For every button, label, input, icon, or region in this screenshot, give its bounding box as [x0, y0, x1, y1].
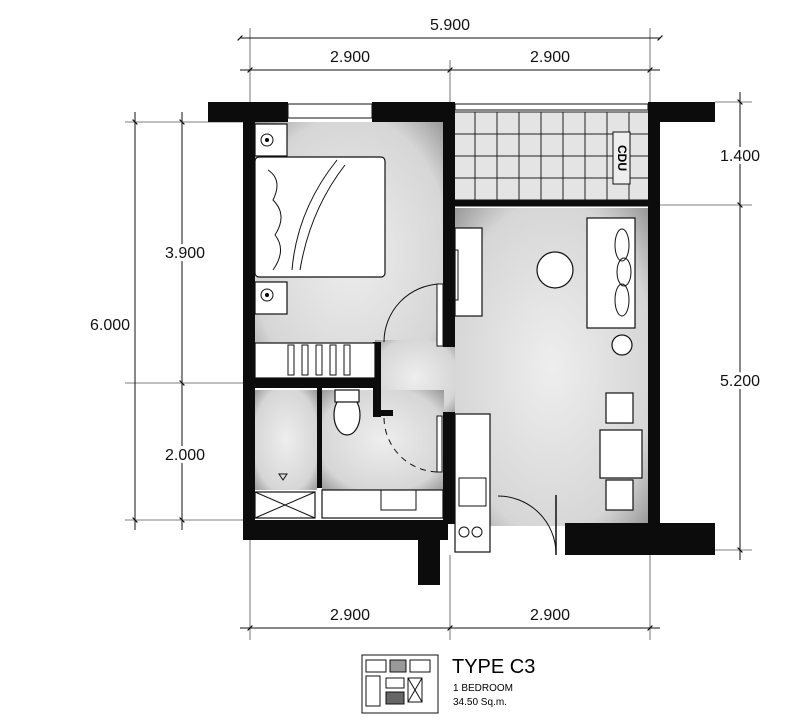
kitchen [454, 413, 491, 553]
tv-console [454, 227, 483, 317]
dim-right-upper: 1.400 [720, 148, 760, 165]
chair [605, 392, 634, 424]
nightstand [254, 281, 288, 315]
walls [208, 102, 715, 585]
dining-table [599, 429, 643, 479]
stove-burner [471, 526, 483, 538]
unit-area: 34.50 Sq.m. [453, 697, 507, 708]
bedroom-door-swing [383, 283, 441, 343]
chair [605, 479, 634, 511]
nightstand [254, 123, 288, 157]
dim-top-right: 2.900 [530, 49, 570, 66]
dim-right-lower: 5.200 [720, 373, 760, 390]
sofa [586, 217, 636, 329]
dim-left-total: 6.000 [90, 317, 130, 334]
vanity [321, 489, 444, 519]
pillows [267, 169, 282, 271]
unit-type: TYPE C3 [452, 656, 535, 678]
basin [380, 489, 417, 511]
dim-left-lower: 2.000 [165, 447, 205, 464]
shower-head [278, 473, 288, 481]
dim-top-total: 5.900 [430, 17, 470, 34]
bathroom [254, 389, 444, 519]
window [287, 103, 373, 119]
round-table [536, 251, 574, 289]
entry-door-swing [497, 495, 557, 554]
bedroom-door [436, 283, 444, 347]
dim-left-upper: 3.900 [165, 245, 205, 262]
dim-bottom-right: 2.900 [530, 607, 570, 624]
stove-burner [458, 526, 470, 538]
key-plan [361, 654, 439, 714]
cdu-label: CDU [615, 145, 629, 171]
wardrobe [254, 342, 376, 379]
cdu-unit [612, 131, 631, 185]
bedroom-furniture [254, 123, 444, 379]
dim-bottom-left: 2.900 [330, 607, 370, 624]
shower-floor [255, 390, 317, 490]
dim-top-left: 2.900 [330, 49, 370, 66]
lamp [611, 334, 633, 356]
sink [458, 477, 487, 507]
dimension-lines [132, 35, 743, 631]
bedroom-count: 1 BEDROOM [453, 683, 513, 694]
bed [254, 156, 386, 278]
living-furniture [454, 217, 643, 555]
floors [255, 112, 648, 526]
